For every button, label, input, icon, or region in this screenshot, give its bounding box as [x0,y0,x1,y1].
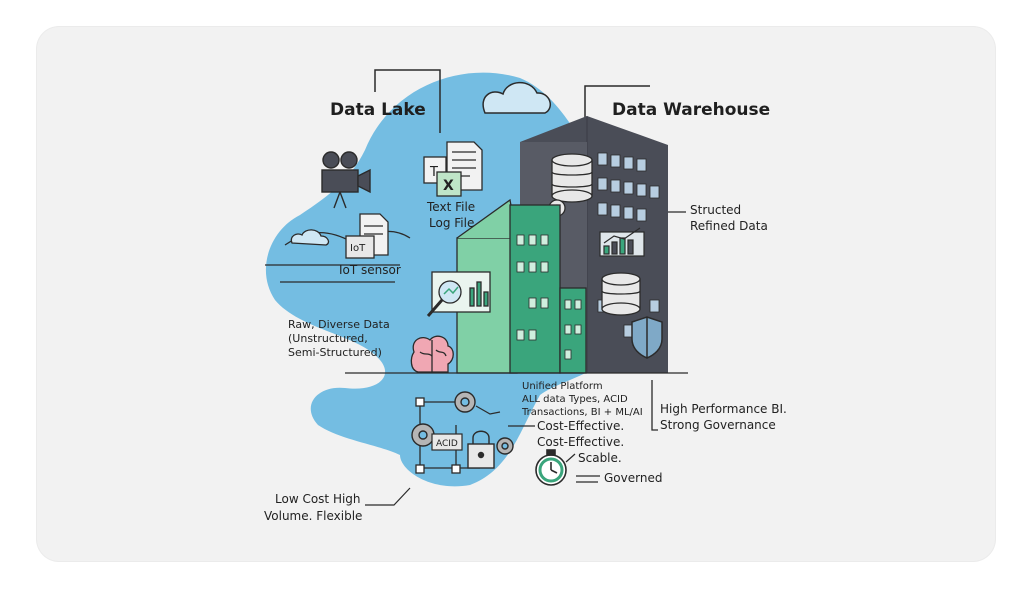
scalable-arrow [565,453,576,463]
process-flow-diagram [415,397,480,474]
raw-data-label-3: Semi-Structured) [288,346,382,359]
warehouse-heading-bracket [584,85,650,118]
warehouse-windows [597,152,660,338]
log-file-label: Log File [429,216,474,230]
cost-label-1: Cost-Effective. [537,419,624,433]
stopwatch-icon [535,449,567,486]
document-files-icon [423,141,483,197]
hp-label-2: Strong Governance [660,418,776,432]
video-camera-icon [321,151,371,209]
unified-label-3: Transactions, BI + ML/AI [521,407,643,418]
iot-sensor-label: IoT sensor [339,263,401,277]
governed-label: Governed [604,471,662,485]
excel-x-glyph: X [443,178,454,194]
gear-connector [475,405,501,415]
unified-label-2: ALL data Types, ACID [522,394,628,405]
analytics-dashboard-icon [426,271,491,317]
text-file-label: Text File [426,200,475,214]
structured-label-1: Structed [690,203,741,217]
lakehouse-windows [516,234,582,360]
lake-heading-bracket [374,69,441,133]
data-warehouse-heading: Data Warehouse [612,100,770,120]
iot-sensor-icon [345,213,389,259]
shield-icon [631,316,663,359]
raw-data-label-2: (Unstructured, [288,332,368,345]
gear-icon [411,391,514,455]
low-cost-connector [365,487,411,506]
raw-data-label-1: Raw, Diverse Data [288,318,390,331]
scalable-label: Scable. [578,451,622,465]
small-cloud-icon [290,229,330,246]
data-lake-heading: Data Lake [330,100,426,120]
hp-bracket [651,380,658,431]
unified-label-1: Unified Platform [522,381,603,392]
low-cost-label-1: Low Cost High [275,492,361,506]
database-icon-lower [601,272,641,316]
governed-lines [576,475,600,483]
brain-icon [410,335,454,373]
cloud-icon [482,81,552,114]
text-file-t-glyph: T [429,165,438,180]
bar-chart-icon [599,227,645,257]
cost-label-2: Cost-Effective. [537,435,624,449]
database-icon [551,153,593,203]
iot-tag: IoT [350,243,366,254]
structured-label-2: Refined Data [690,219,768,233]
acid-box [431,433,463,451]
lock-icon [467,430,495,469]
hp-label-1: High Performance BI. [660,402,787,416]
acid-tag: ACID [436,439,458,449]
low-cost-label-2: Volume. Flexible [264,509,362,523]
